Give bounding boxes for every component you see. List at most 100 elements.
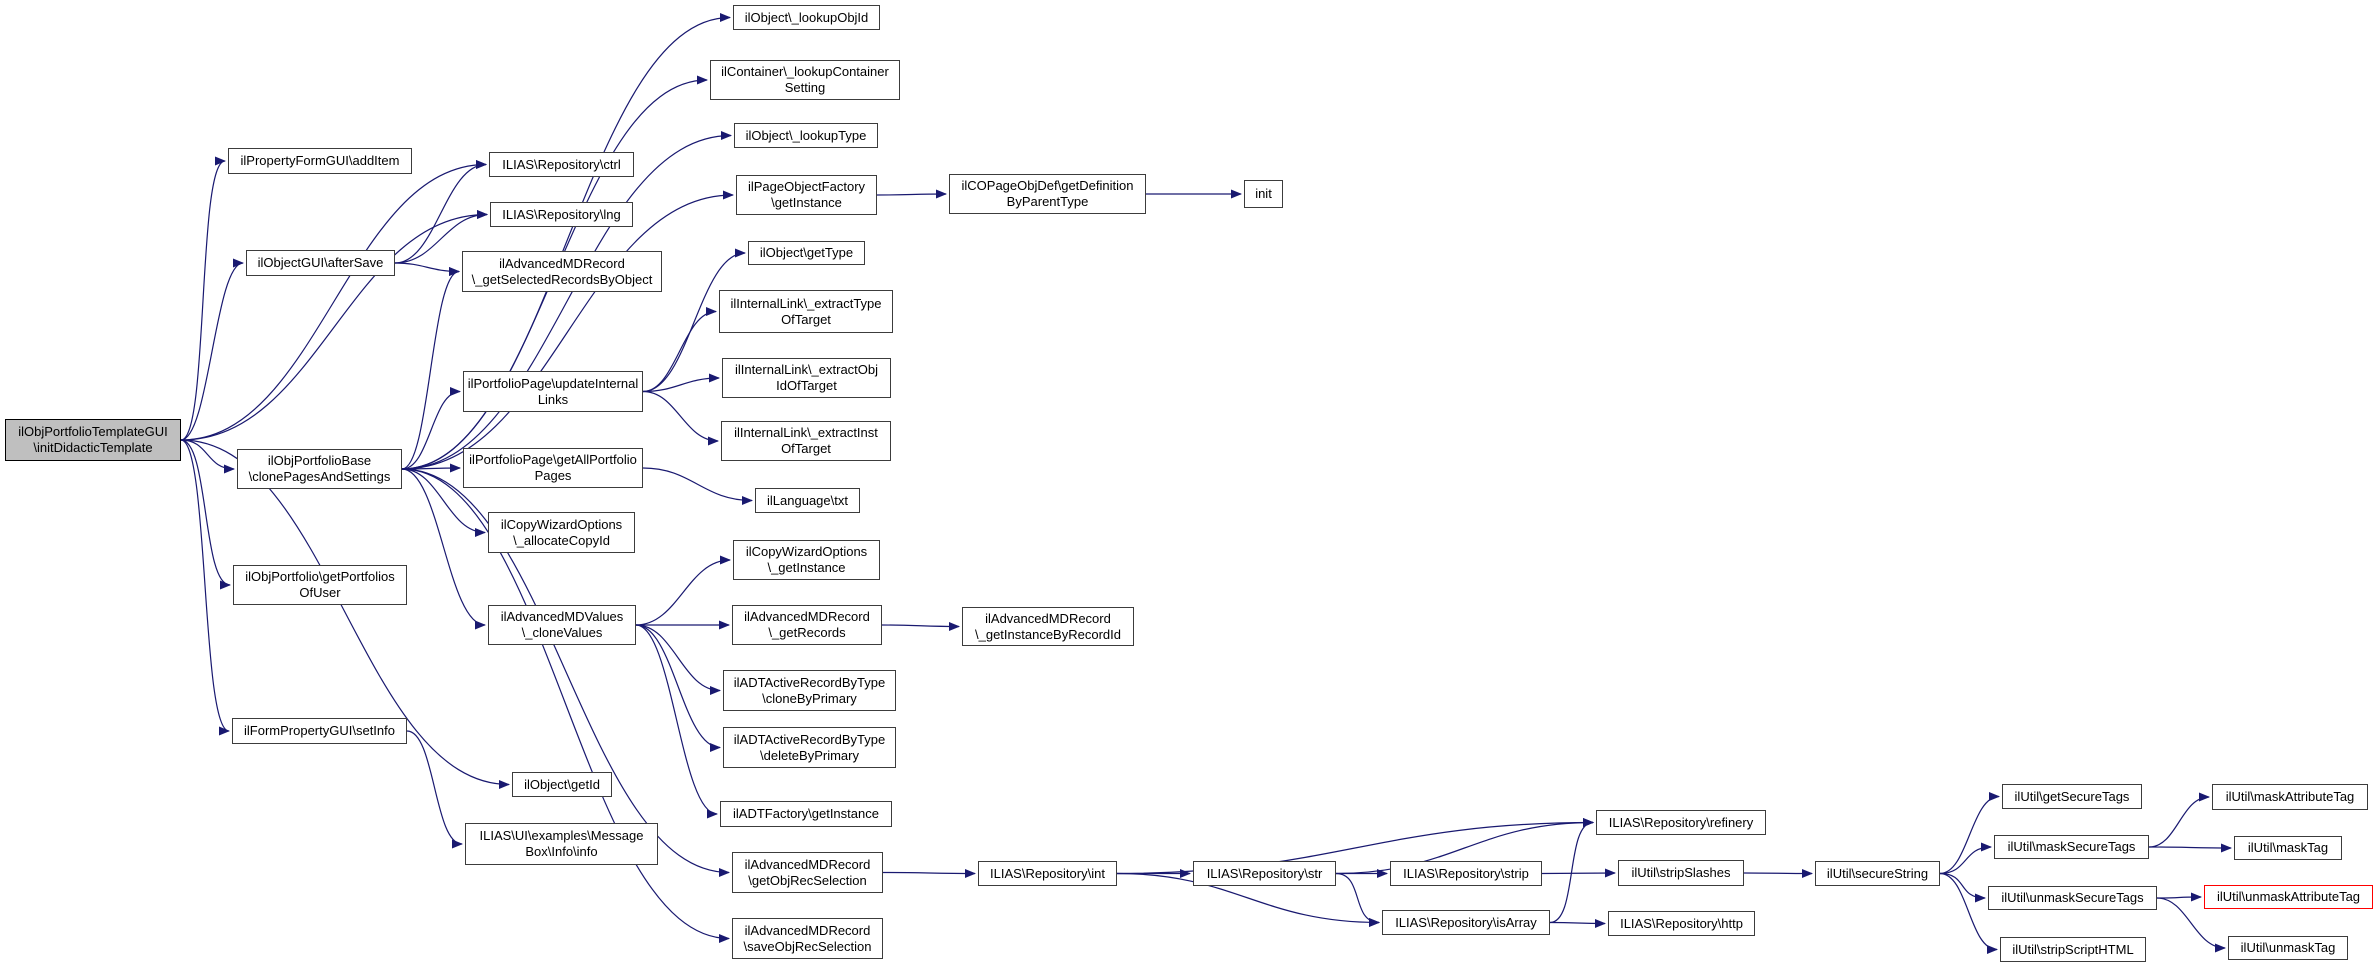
node-label-line: ilCopyWizardOptions [500, 516, 623, 532]
node-cloneValues[interactable]: ilAdvancedMDValues\_cloneValues [488, 605, 636, 645]
edge-root-to-setInfo [180, 439, 230, 736]
node-txt[interactable]: ilLanguage\txt [755, 488, 860, 513]
node-addItem[interactable]: ilPropertyFormGUI\addItem [228, 148, 412, 174]
node-isArray[interactable]: ILIAS\Repository\isArray [1382, 910, 1550, 935]
node-stripSlashes[interactable]: ilUtil\stripSlashes [1618, 860, 1744, 886]
edge-clone-to-lookupType [401, 131, 732, 470]
edge-clone-to-pageFactory [401, 190, 734, 470]
node-label-line: \deleteByPrimary [760, 747, 859, 763]
edge-maskSecureTags-to-maskTag [2148, 843, 2232, 853]
node-init[interactable]: init [1244, 180, 1283, 208]
node-label-line: ilAdvancedMDValues [500, 609, 624, 624]
node-lookupObjId[interactable]: ilObject\_lookupObjId [733, 5, 880, 30]
node-secureString[interactable]: ilUtil\secureString [1815, 861, 1940, 886]
node-label-line: \_cloneValues [521, 625, 603, 640]
node-label-line: ilUtil\maskAttributeTag [2225, 789, 2355, 804]
node-deleteByPrimary[interactable]: ilADTActiveRecordByType\deleteByPrimary [723, 727, 896, 768]
node-unmaskSecureTags[interactable]: ilUtil\unmaskSecureTags [1988, 886, 2157, 910]
node-label-line: Setting [784, 80, 826, 95]
node-label-line: ILIAS\Repository\http [1620, 915, 1743, 931]
node-label-line: ilLanguage\txt [767, 492, 848, 508]
node-label-line: OfTarget [781, 441, 831, 456]
node-maskSecureTags[interactable]: ilUtil\maskSecureTags [1994, 835, 2149, 859]
node-label-line: ilObject\_lookupObjId [744, 9, 869, 25]
node-label-line: ILIAS\Repository\int [990, 865, 1105, 881]
node-ctrl[interactable]: ILIAS\Repository\ctrl [489, 152, 634, 177]
edge-getObjRec-to-repoInt [882, 868, 976, 878]
edge-repoInt-to-isArray [1116, 872, 1380, 927]
node-label-line: \saveObjRecSelection [743, 938, 872, 954]
edge-unmaskSecureTags-to-unmaskAttributeTag [2156, 892, 2202, 902]
node-label-line: Links [537, 391, 569, 407]
node-getId[interactable]: ilObject\getId [512, 772, 612, 797]
node-repoStr[interactable]: ILIAS\Repository\str [1193, 861, 1336, 886]
edge-unmaskSecureTags-to-unmaskTag [2156, 897, 2226, 953]
node-repoStrip[interactable]: ILIAS\Repository\strip [1390, 861, 1542, 886]
node-label-line: ilAdvancedMDRecord [744, 609, 870, 624]
node-getInstByRecId[interactable]: ilAdvancedMDRecord\_getInstanceByRecordI… [962, 607, 1134, 646]
node-unmaskAttributeTag[interactable]: ilUtil\unmaskAttributeTag [2204, 885, 2373, 909]
node-label-line: ilCOPageObjDef\getDefinition [961, 178, 1134, 193]
node-repoInt[interactable]: ILIAS\Repository\int [978, 861, 1117, 886]
node-lng[interactable]: ILIAS\Repository\lng [490, 202, 633, 227]
node-label-line: ILIAS\Repository\refinery [1608, 814, 1754, 830]
node-label-line: \_getRecords [768, 625, 846, 640]
node-lookupType[interactable]: ilObject\_lookupType [734, 123, 878, 148]
node-refinery[interactable]: ILIAS\Repository\refinery [1596, 810, 1766, 835]
node-stripScriptHTML[interactable]: ilUtil\stripScriptHTML [2000, 937, 2146, 962]
edge-afterSave-to-getSelRecords [394, 262, 460, 276]
node-clone[interactable]: ilObjPortfolioBase\clonePagesAndSettings [237, 449, 402, 489]
node-http[interactable]: ILIAS\Repository\http [1608, 911, 1755, 936]
edge-root-to-afterSave [180, 258, 244, 441]
node-cloneByPrimary[interactable]: ilADTActiveRecordByType\cloneByPrimary [723, 670, 896, 711]
node-getObjRec[interactable]: ilAdvancedMDRecord\getObjRecSelection [732, 852, 883, 893]
node-label-line: ilADTFactory\getInstance [733, 806, 879, 821]
edge-maskSecureTags-to-maskAttributeTag [2148, 792, 2210, 848]
node-label-line: ILIAS\Repository\isArray [1395, 914, 1537, 930]
node-afterSave[interactable]: ilObjectGUI\afterSave [246, 250, 395, 276]
node-maskAttributeTag[interactable]: ilUtil\maskAttributeTag [2212, 784, 2368, 810]
edge-clone-to-cloneValues [401, 468, 486, 630]
node-saveObjRec[interactable]: ilAdvancedMDRecord\saveObjRecSelection [732, 918, 883, 959]
node-setInfo[interactable]: ilFormPropertyGUI\setInfo [232, 718, 407, 744]
edge-root-to-lng [180, 210, 488, 441]
node-label-line: ilObjPortfolio\getPortfolios [245, 569, 395, 584]
node-label-line: ilUtil\secureString [1826, 865, 1929, 881]
node-copyWizGetInstance[interactable]: ilCopyWizardOptions\_getInstance [733, 540, 880, 580]
edge-cloneValues-to-copyWizGetInstance [635, 555, 731, 626]
node-allocateCopyId[interactable]: ilCopyWizardOptions\_allocateCopyId [488, 512, 635, 553]
node-pageFactory[interactable]: ilPageObjectFactory\getInstance [736, 175, 877, 215]
edge-root-to-ctrl [180, 160, 487, 441]
node-getRecords[interactable]: ilAdvancedMDRecord\_getRecords [732, 605, 882, 645]
node-label-line: ilObject\getId [524, 776, 600, 792]
edge-updateInternal-to-extractType [642, 307, 717, 393]
node-getSecureTags[interactable]: ilUtil\getSecureTags [2002, 784, 2142, 809]
node-unmaskTag[interactable]: ilUtil\unmaskTag [2228, 936, 2348, 960]
node-adtFactory[interactable]: ilADTFactory\getInstance [720, 801, 892, 827]
node-label-line: ilADTActiveRecordByType [733, 731, 886, 747]
node-label-line: ilAdvancedMDRecord [985, 610, 1111, 626]
node-label-line: ilAdvancedMDRecord [499, 255, 625, 271]
node-root[interactable]: ilObjPortfolioTemplateGUI\initDidacticTe… [5, 419, 181, 461]
node-label-line: ilPortfolioPage\updateInternal [467, 375, 639, 391]
node-label-line: ilUtil\maskSecureTags [2007, 839, 2136, 854]
node-label-line: ilAdvancedMDRecord [744, 922, 871, 938]
node-getSelRecords[interactable]: ilAdvancedMDRecord\_getSelectedRecordsBy… [462, 251, 662, 292]
edge-updateInternal-to-getType [642, 248, 746, 393]
node-label-line: ilFormPropertyGUI\setInfo [244, 723, 395, 738]
edge-afterSave-to-lng [394, 210, 488, 264]
node-label-line: ilUtil\unmaskAttributeTag [2216, 889, 2361, 904]
node-maskTag[interactable]: ilUtil\maskTag [2234, 836, 2342, 860]
edge-repoStrip-to-stripSlashes [1541, 868, 1616, 878]
edge-isArray-to-http [1549, 918, 1606, 928]
node-getType[interactable]: ilObject\getType [748, 241, 865, 265]
